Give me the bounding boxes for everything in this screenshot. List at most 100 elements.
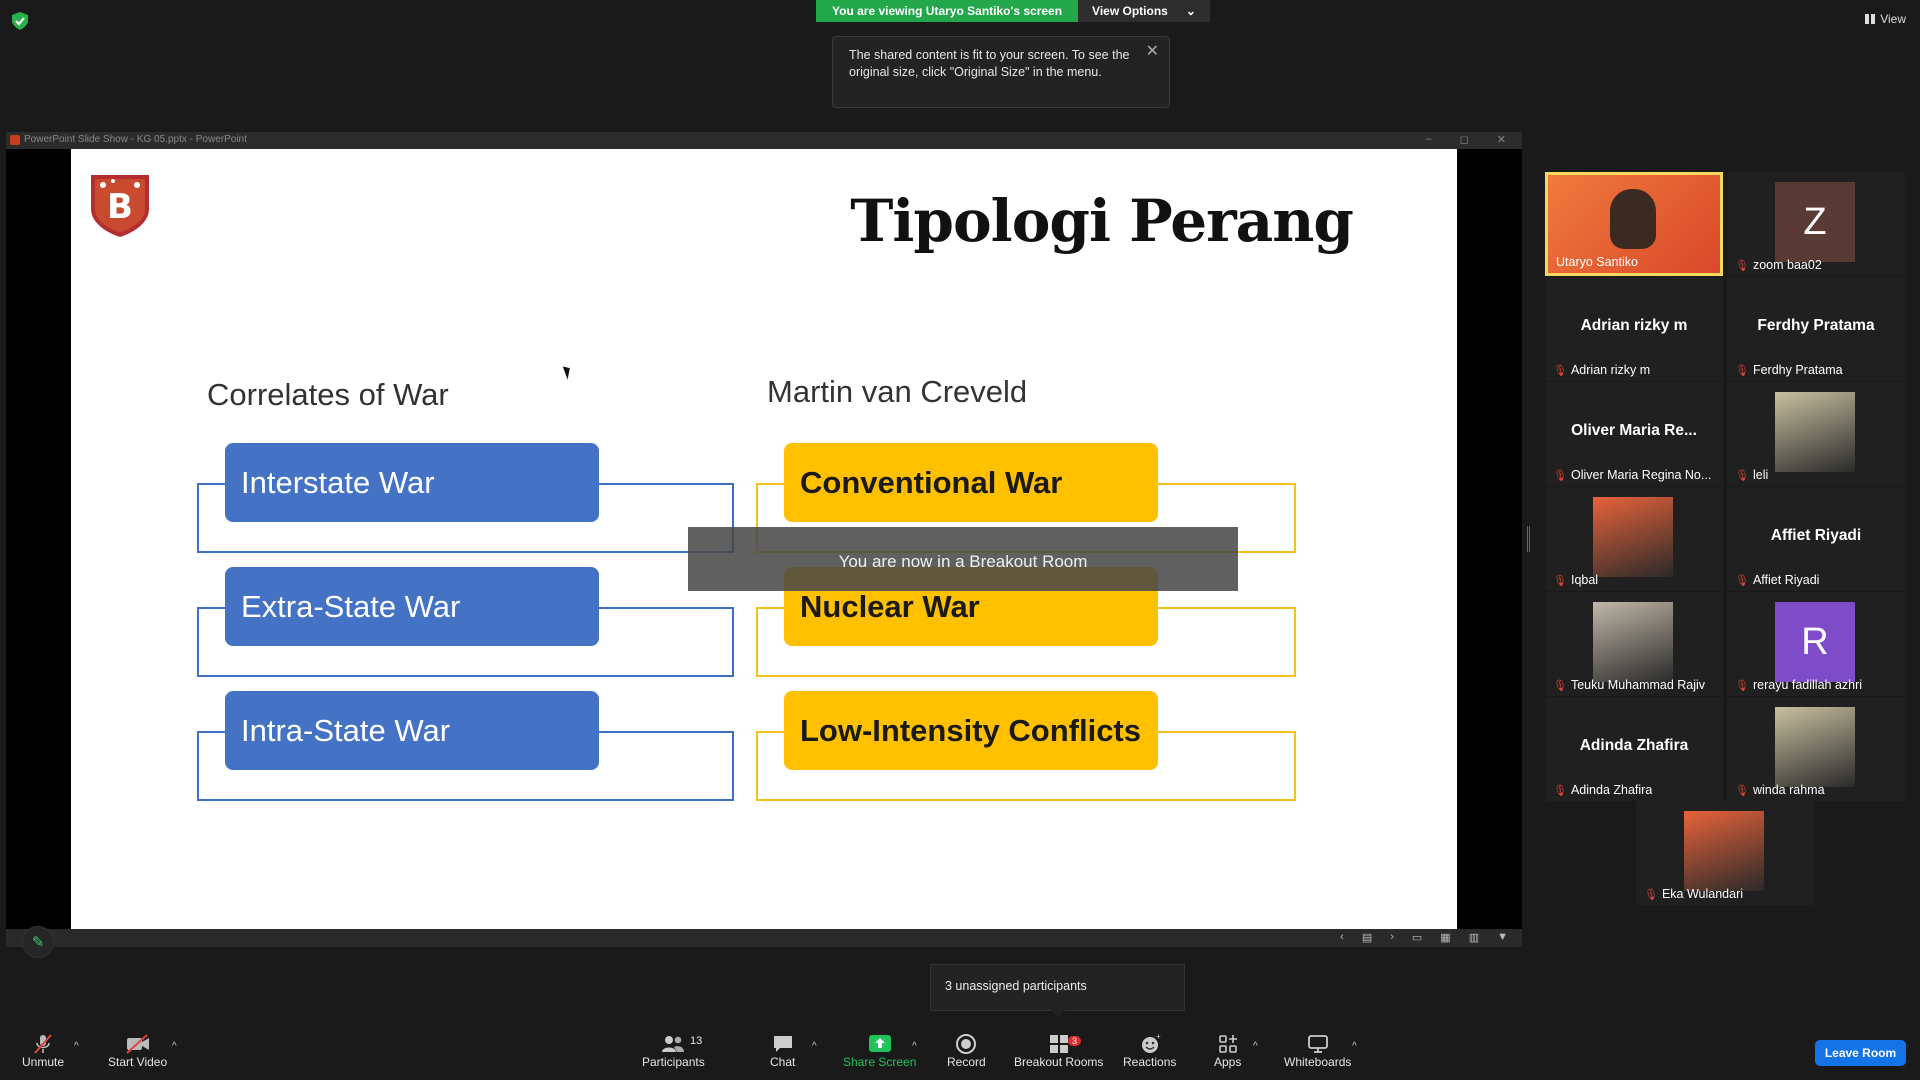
- muted-microphone-icon: 🎙: [1735, 469, 1749, 482]
- maximize-icon[interactable]: ◻: [1459, 134, 1469, 146]
- avatar: [1775, 392, 1855, 472]
- minimize-icon[interactable]: –: [1425, 133, 1432, 145]
- participant-name-text: Utaryo Santiko: [1556, 255, 1638, 269]
- normal-view-icon[interactable]: ▭: [1411, 932, 1423, 944]
- participant-name-text: Affiet Riyadi: [1752, 573, 1820, 587]
- muted-microphone-icon: 🎙: [1735, 574, 1749, 587]
- participant-name: Utaryo Santiko: [1556, 255, 1638, 269]
- close-icon[interactable]: ✕: [1496, 134, 1506, 146]
- avatar: [1593, 602, 1673, 682]
- muted-microphone-icon: 🎙: [1553, 679, 1567, 692]
- share-options-caret-icon[interactable]: ^: [912, 1041, 917, 1052]
- participant-tile[interactable]: 🎙Teuku Muhammad Rajiv: [1545, 592, 1723, 696]
- participant-display-name: Oliver Maria Re...: [1571, 422, 1697, 439]
- apps-label: Apps: [1214, 1055, 1242, 1069]
- video-feed: [1548, 175, 1720, 273]
- participants-icon: [660, 1033, 686, 1055]
- participant-name: 🎙Ferdhy Pratama: [1735, 363, 1843, 377]
- participant-tile[interactable]: 🎙winda rahma: [1727, 697, 1905, 801]
- muted-microphone-icon: 🎙: [1553, 469, 1567, 482]
- category-box: Extra-State War: [225, 567, 599, 646]
- participant-name-text: Iqbal: [1570, 573, 1599, 587]
- reading-view-icon[interactable]: ▥: [1468, 932, 1480, 944]
- participant-name: 🎙Iqbal: [1553, 573, 1598, 587]
- record-icon: [955, 1033, 977, 1055]
- participant-tile[interactable]: 🎙Eka Wulandari: [1636, 801, 1814, 905]
- avatar: [1684, 811, 1764, 891]
- category-box: Intra-State War: [225, 691, 599, 770]
- category-box: Low-Intensity Conflicts: [784, 691, 1158, 770]
- muted-microphone-icon: 🎙: [1735, 784, 1749, 797]
- participant-tile[interactable]: 🎙leli: [1727, 382, 1905, 486]
- chat-options-caret-icon[interactable]: ^: [812, 1041, 817, 1052]
- unassigned-participants-popup: 3 unassigned participants: [930, 964, 1185, 1017]
- powerpoint-title: PowerPoint Slide Show - KG 05.pptx - Pow…: [24, 134, 247, 145]
- participant-tile[interactable]: Z🎙zoom baa02: [1727, 172, 1905, 276]
- view-button[interactable]: View: [1865, 12, 1906, 26]
- breakout-rooms-badge: 3: [1068, 1036, 1082, 1046]
- breakout-rooms-icon: [1048, 1033, 1070, 1055]
- reactions-button[interactable]: + Reactions: [1123, 1033, 1176, 1069]
- annotate-pen-icon[interactable]: ✎: [22, 926, 54, 958]
- audio-options-caret-icon[interactable]: ^: [74, 1041, 79, 1052]
- participant-tile[interactable]: Adrian rizky m🎙Adrian rizky m: [1545, 277, 1723, 381]
- view-options-button[interactable]: View Options ⌄: [1078, 0, 1210, 22]
- participant-name: 🎙Teuku Muhammad Rajiv: [1553, 678, 1705, 692]
- microphone-muted-icon: [32, 1033, 54, 1055]
- start-video-button[interactable]: Start Video: [108, 1033, 167, 1069]
- apps-options-caret-icon[interactable]: ^: [1253, 1041, 1258, 1052]
- participant-name-text: rerayu fadillah azhri: [1752, 678, 1863, 692]
- record-button[interactable]: Record: [947, 1033, 986, 1069]
- security-shield-icon[interactable]: [12, 12, 28, 30]
- avatar: [1593, 497, 1673, 577]
- fit-to-screen-tooltip: The shared content is fit to your screen…: [832, 36, 1170, 108]
- breakout-rooms-button[interactable]: Breakout Rooms: [1014, 1033, 1103, 1069]
- participant-tile[interactable]: Utaryo Santiko: [1545, 172, 1723, 276]
- slideshow-nav: ‹ ▤ › ▭ ▦ ▥ ▼: [1340, 931, 1508, 944]
- chat-button[interactable]: Chat: [770, 1033, 795, 1069]
- whiteboards-options-caret-icon[interactable]: ^: [1352, 1041, 1357, 1052]
- video-muted-icon: [125, 1033, 151, 1055]
- close-icon[interactable]: ✕: [1145, 43, 1159, 60]
- participant-tile[interactable]: Adinda Zhafira🎙Adinda Zhafira: [1545, 697, 1723, 801]
- gallery-view-icon: [1865, 14, 1876, 24]
- participant-name-text: Ferdhy Pratama: [1752, 363, 1843, 377]
- slide-sorter-icon[interactable]: ▦: [1440, 932, 1451, 944]
- tooltip-text: The shared content is fit to your screen…: [849, 48, 1130, 79]
- participant-tile[interactable]: R🎙rerayu fadillah azhri: [1727, 592, 1905, 696]
- slide-menu-icon[interactable]: ▤: [1361, 932, 1373, 944]
- share-screen-button[interactable]: Share Screen: [843, 1033, 916, 1069]
- participant-tile[interactable]: 🎙Iqbal: [1545, 487, 1723, 591]
- left-column-heading: Correlates of War: [207, 377, 449, 412]
- next-slide-icon[interactable]: ›: [1390, 931, 1394, 943]
- whiteboards-button[interactable]: Whiteboards: [1284, 1033, 1351, 1069]
- chat-icon: [772, 1033, 794, 1055]
- panel-resize-handle[interactable]: [1527, 526, 1530, 552]
- slideshow-statusbar: ‹ ▤ › ▭ ▦ ▥ ▼: [6, 929, 1522, 947]
- video-options-caret-icon[interactable]: ^: [172, 1041, 177, 1052]
- apps-button[interactable]: Apps: [1214, 1033, 1241, 1069]
- apps-icon: [1217, 1033, 1239, 1055]
- powerpoint-titlebar: PowerPoint Slide Show - KG 05.pptx - Pow…: [6, 132, 1522, 149]
- window-controls: – ◻ ✕: [1426, 133, 1506, 146]
- category-box: Conventional War: [784, 443, 1158, 522]
- participant-name-text: zoom baa02: [1752, 258, 1822, 272]
- previous-slide-icon[interactable]: ‹: [1340, 931, 1344, 943]
- unmute-label: Unmute: [22, 1055, 65, 1069]
- participant-tile[interactable]: Oliver Maria Re...🎙Oliver Maria Regina N…: [1545, 382, 1723, 486]
- avatar: R: [1775, 602, 1855, 682]
- participant-name-text: Adrian rizky m: [1570, 363, 1651, 377]
- mouse-cursor-icon: [562, 364, 574, 380]
- participants-button[interactable]: Participants: [642, 1033, 705, 1069]
- leave-room-button[interactable]: Leave Room: [1815, 1040, 1906, 1066]
- viewing-label: You are viewing Utaryo Santiko's screen: [816, 0, 1079, 22]
- participant-name: 🎙Adinda Zhafira: [1553, 783, 1652, 797]
- muted-microphone-icon: 🎙: [1553, 784, 1567, 797]
- slideshow-view-icon[interactable]: ▼: [1497, 931, 1508, 943]
- unmute-button[interactable]: Unmute: [22, 1033, 64, 1069]
- participant-tile[interactable]: Affiet Riyadi🎙Affiet Riyadi: [1727, 487, 1905, 591]
- participant-display-name: Adrian rizky m: [1580, 317, 1688, 334]
- reactions-icon: +: [1139, 1033, 1161, 1055]
- participant-tile[interactable]: Ferdhy Pratama🎙Ferdhy Pratama: [1727, 277, 1905, 381]
- avatar: Z: [1775, 182, 1855, 262]
